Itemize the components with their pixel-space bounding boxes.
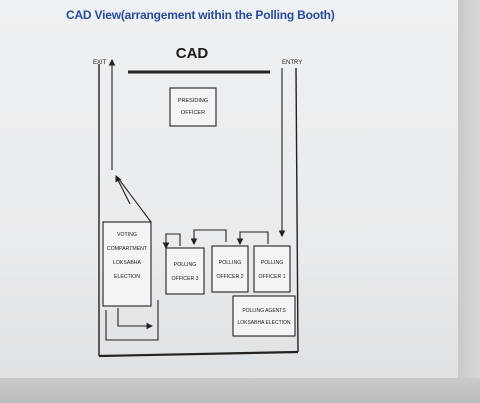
screen-right-edge bbox=[458, 0, 480, 403]
entry-label: ENTRY bbox=[282, 60, 302, 66]
voting-label-1: VOTING bbox=[117, 232, 137, 238]
flow-arrow-po1-to-po2 bbox=[236, 231, 269, 246]
polling-officer-2-box bbox=[211, 245, 249, 293]
voting-compartment-diagonal bbox=[117, 177, 152, 223]
flow-arrow-po3-to-voting bbox=[162, 233, 181, 250]
polling-officer-3-label-1: POLLING bbox=[174, 262, 197, 268]
flow-arrow-po2-to-po3 bbox=[190, 229, 227, 246]
polling-officer-2-label-1: POLLING bbox=[219, 260, 242, 266]
slide-title: CAD View(arrangement within the Polling … bbox=[66, 8, 335, 22]
booth-floor bbox=[98, 350, 299, 358]
voting-label-3: LOKSABHA bbox=[113, 260, 142, 266]
presiding-officer-label-2: OFFICER bbox=[181, 110, 205, 116]
polling-officer-1-box bbox=[253, 245, 291, 293]
polling-officer-1-label-2: OFFICER 1 bbox=[258, 274, 285, 280]
voting-label-2: COMPARTMENT bbox=[107, 246, 148, 252]
voting-compartment-box bbox=[102, 221, 152, 307]
return-path-bottom bbox=[117, 308, 154, 330]
screen-bottom-edge bbox=[0, 378, 480, 403]
presiding-officer-box bbox=[169, 87, 217, 127]
return-path-outer bbox=[105, 300, 159, 341]
polling-officer-2-label-2: OFFICER 2 bbox=[216, 274, 243, 280]
voting-label-4: ELECTION bbox=[114, 274, 140, 280]
polling-officer-1-label-1: POLLING bbox=[261, 260, 284, 266]
polling-officer-3-box bbox=[165, 247, 205, 295]
polling-agents-label-1: POLLING AGENTS bbox=[242, 308, 286, 314]
polling-agents-label-2: LOKSABHA ELECTION bbox=[237, 320, 290, 326]
cad-label: CAD bbox=[176, 45, 209, 62]
polling-officer-3-label-2: OFFICER 3 bbox=[171, 276, 198, 282]
polling-agents-box bbox=[232, 295, 296, 337]
presiding-officer-label-1: PRESIDING bbox=[178, 98, 208, 104]
booth-right-wall bbox=[295, 67, 299, 353]
voting-to-exit-arrow bbox=[115, 175, 131, 205]
exit-label: EXIT bbox=[93, 60, 107, 66]
